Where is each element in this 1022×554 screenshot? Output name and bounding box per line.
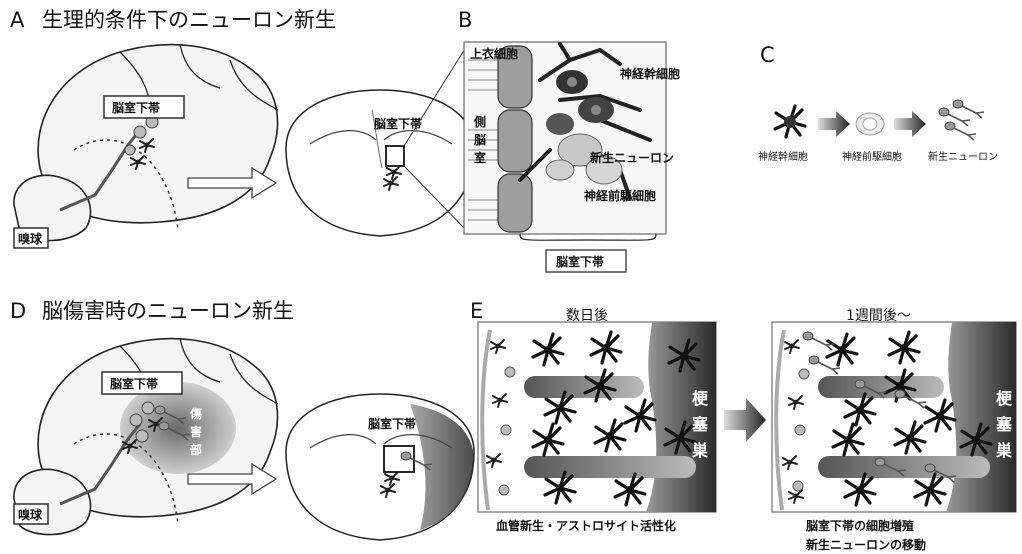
panel-a: A 生理的条件下のニューロン新生 脳室下帯 嗅球 脳室下帯 bbox=[10, 8, 474, 248]
svz-label-a: 脳室下帯 bbox=[112, 100, 160, 115]
sagittal-brain-d bbox=[14, 338, 278, 535]
infarct-panel-early bbox=[478, 322, 716, 512]
caption-right-1: 脳室下帯の細胞増殖 bbox=[806, 518, 914, 533]
injury-label-1: 傷 bbox=[189, 406, 202, 421]
sagittal-brain-a bbox=[14, 44, 278, 241]
svz-label-d: 脳室下帯 bbox=[110, 376, 158, 391]
infarct-label-1: 梗 bbox=[692, 389, 709, 408]
infarct-panel-late bbox=[772, 322, 1016, 512]
infarct-label-b2: 塞 bbox=[996, 415, 1013, 434]
ventricle-label-3: 室 bbox=[474, 150, 486, 165]
new-neuron-icon bbox=[939, 100, 984, 140]
caption-right-2: 新生ニューロンの移動 bbox=[806, 537, 926, 552]
ventricle-label-2: 脳 bbox=[474, 132, 486, 147]
panel-e-letter: E bbox=[470, 299, 483, 323]
panel-a-letter: A bbox=[10, 8, 25, 32]
arrow-e bbox=[724, 398, 766, 442]
caption-left: 血管新生・アストロサイト活性化 bbox=[496, 518, 676, 533]
injury-label-3: 部 bbox=[190, 442, 202, 457]
new-neuron-label-b: 新生ニューロン bbox=[590, 150, 674, 165]
svz-label-b: 脳室下帯 bbox=[556, 254, 604, 269]
arrow-c2 bbox=[894, 111, 926, 137]
progenitor-label-b: 神経前駆細胞 bbox=[584, 188, 656, 203]
panel-e: E 数日後 1週間後～ 梗 塞 bbox=[470, 299, 1016, 552]
coronal-svz-label-d: 脳室下帯 bbox=[368, 416, 416, 431]
progenitor-label-c: 神経前駆細胞 bbox=[842, 150, 902, 163]
new-neuron-label-c: 新生ニューロン bbox=[928, 150, 998, 163]
panel-d: D 脳傷害時のニューロン新生 脳室下帯 嗅球 傷 害 部 bbox=[10, 299, 474, 540]
stem-cell-label-b: 神経幹細胞 bbox=[620, 66, 680, 81]
ependymal-label: 上衣細胞 bbox=[470, 46, 518, 61]
panel-b-letter: B bbox=[458, 8, 472, 32]
panel-a-title: 生理的条件下のニューロン新生 bbox=[42, 8, 336, 32]
ventricle-label-1: 側 bbox=[473, 114, 486, 129]
arrow-c1 bbox=[818, 111, 850, 137]
svz-bracket bbox=[520, 234, 656, 240]
infarct-label-2: 塞 bbox=[692, 415, 709, 434]
coronal-brain-d bbox=[286, 394, 474, 540]
ob-label-d: 嗅球 bbox=[18, 507, 43, 522]
stem-cell-icon bbox=[775, 106, 805, 137]
panel-d-title: 脳傷害時のニューロン新生 bbox=[42, 299, 294, 323]
ob-label-a: 嗅球 bbox=[18, 231, 43, 246]
infarct-label-3: 巣 bbox=[691, 441, 709, 460]
panel-d-letter: D bbox=[10, 299, 26, 323]
infarct-label-b1: 梗 bbox=[996, 389, 1013, 408]
injury-label-2: 害 bbox=[190, 424, 202, 439]
panel-c-letter: C bbox=[760, 43, 775, 67]
panel-c: C 神経幹細胞 神経前駆細胞 新生ニューロン bbox=[758, 43, 998, 163]
infarct-label-b3: 巣 bbox=[995, 441, 1013, 460]
coronal-brain-a bbox=[286, 90, 474, 236]
progenitor-icon bbox=[856, 113, 884, 135]
stem-cell-label-c: 神経幹細胞 bbox=[758, 150, 808, 163]
